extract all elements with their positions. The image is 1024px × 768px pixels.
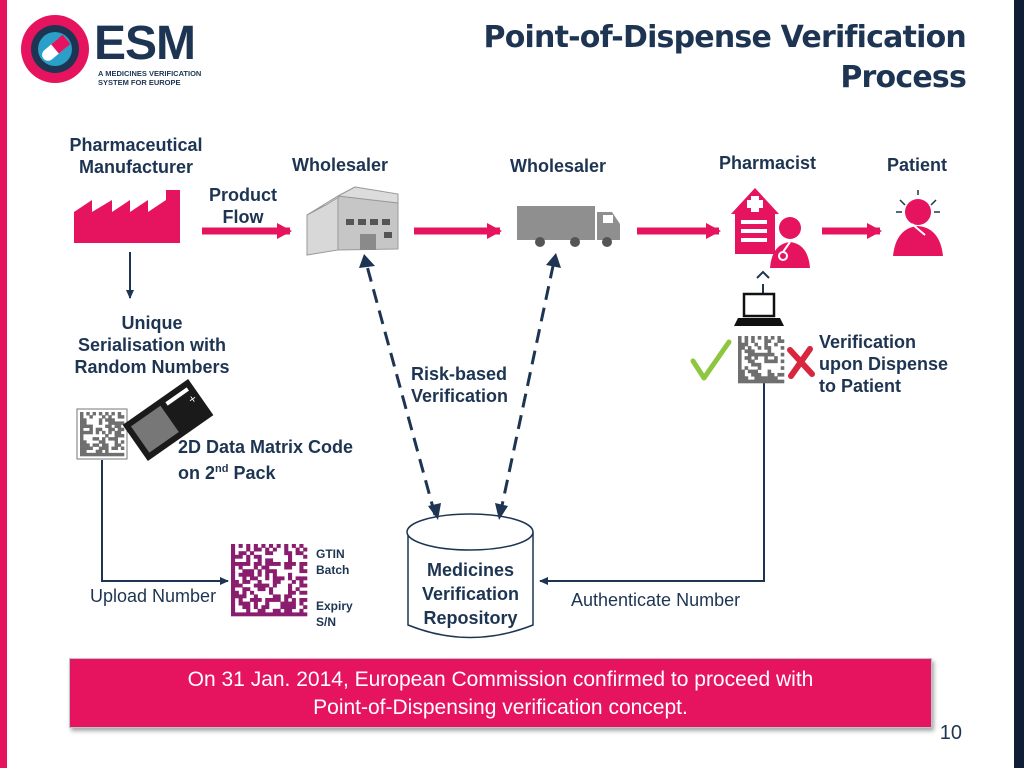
code-fields-bottom: Expiry S/N <box>316 598 353 630</box>
manufacturer-label-line1: Pharmaceutical <box>69 135 203 155</box>
code-field-sn: S/N <box>316 615 337 629</box>
data-matrix-line2-suffix: Pack <box>228 463 276 483</box>
product-flow-label: Product Flow <box>198 184 288 228</box>
verification-dispense-line3: to Patient <box>819 376 902 396</box>
logo-subtitle: A MEDICINES VERIFICATION SYSTEM FOR EURO… <box>98 69 218 87</box>
data-matrix-line2-sup: nd <box>215 463 229 475</box>
authenticate-arrow <box>539 383 765 585</box>
manufacturer-label: Pharmaceutical Manufacturer <box>56 134 216 178</box>
logo-subtitle-line1: A MEDICINES VERIFICATION <box>98 69 202 78</box>
repository-cylinder <box>406 513 534 639</box>
title-line1: Point-of-Dispense Verification <box>483 20 967 55</box>
serialisation-label: Unique Serialisation with Random Numbers <box>56 312 248 378</box>
product-flow-line2: Flow <box>222 207 264 227</box>
data-matrix-line1: 2D Data Matrix Code <box>178 437 354 457</box>
warehouse-icon <box>306 186 399 256</box>
esm-logo-icon <box>21 15 89 83</box>
serialisation-line2: Serialisation with <box>77 335 227 355</box>
truck-icon <box>517 206 620 247</box>
page-title: Point-of-Dispense Verification Process <box>406 18 967 98</box>
risk-line2: Verification <box>411 386 509 406</box>
logo-wordmark: ESM <box>94 17 196 70</box>
product-flow-line1: Product <box>208 185 277 205</box>
right-accent-bar <box>1014 0 1024 768</box>
upload-arrow <box>101 460 229 585</box>
data-matrix-line2: on 2nd Pack <box>178 458 398 484</box>
announcement-banner: On 31 Jan. 2014, European Commission con… <box>69 658 932 728</box>
verification-dispense-label: Verification upon Dispense to Patient <box>819 331 989 397</box>
cross-icon <box>787 346 815 379</box>
page-number: 10 <box>939 722 962 744</box>
repository-line3: Repository <box>423 608 518 628</box>
factory-icon <box>74 190 180 243</box>
code-fields-top: GTIN Batch <box>316 546 349 578</box>
verification-dispense-line2: upon Dispense <box>819 354 949 374</box>
title-line2: Process <box>840 60 966 95</box>
wholesaler2-label: Wholesaler <box>510 156 607 176</box>
code-field-expiry: Expiry <box>316 599 353 613</box>
manufacturer-label-line2: Manufacturer <box>78 157 194 177</box>
laptop-icon <box>734 292 784 326</box>
banner-line1: On 31 Jan. 2014, European Commission con… <box>187 668 814 691</box>
authenticate-number-label: Authenticate Number <box>571 590 741 610</box>
code-field-batch: Batch <box>316 563 350 577</box>
serialisation-line3: Random Numbers <box>74 357 230 377</box>
patient-label: Patient <box>887 155 948 175</box>
upload-number-label: Upload Number <box>90 586 217 606</box>
banner-line2: Point-of-Dispensing verification concept… <box>313 696 688 719</box>
pharmacist-label: Pharmacist <box>719 153 817 173</box>
medicine-pack-icon: + <box>122 379 214 461</box>
repository-line2: Verification <box>421 584 520 604</box>
code-field-gtin: GTIN <box>316 547 345 561</box>
left-accent-bar <box>0 0 7 768</box>
serialisation-line1: Unique <box>121 313 183 333</box>
pharmacy-icon <box>731 188 779 254</box>
data-matrix-label: 2D Data Matrix Code on 2nd Pack <box>178 436 398 484</box>
wholesaler1-label: Wholesaler <box>292 155 389 175</box>
verification-dispense-line1: Verification <box>819 332 917 352</box>
risk-based-label: Risk-based Verification <box>411 363 531 407</box>
repository-label: Medicines Verification Repository <box>408 558 533 630</box>
pharmacist-icon <box>770 217 810 268</box>
data-matrix-line2-prefix: on 2 <box>178 463 216 483</box>
repository-line1: Medicines <box>426 560 515 580</box>
check-icon <box>690 339 732 381</box>
patient-icon <box>893 190 943 256</box>
risk-line1: Risk-based <box>411 364 508 384</box>
logo-subtitle-line2: SYSTEM FOR EUROPE <box>98 77 181 87</box>
